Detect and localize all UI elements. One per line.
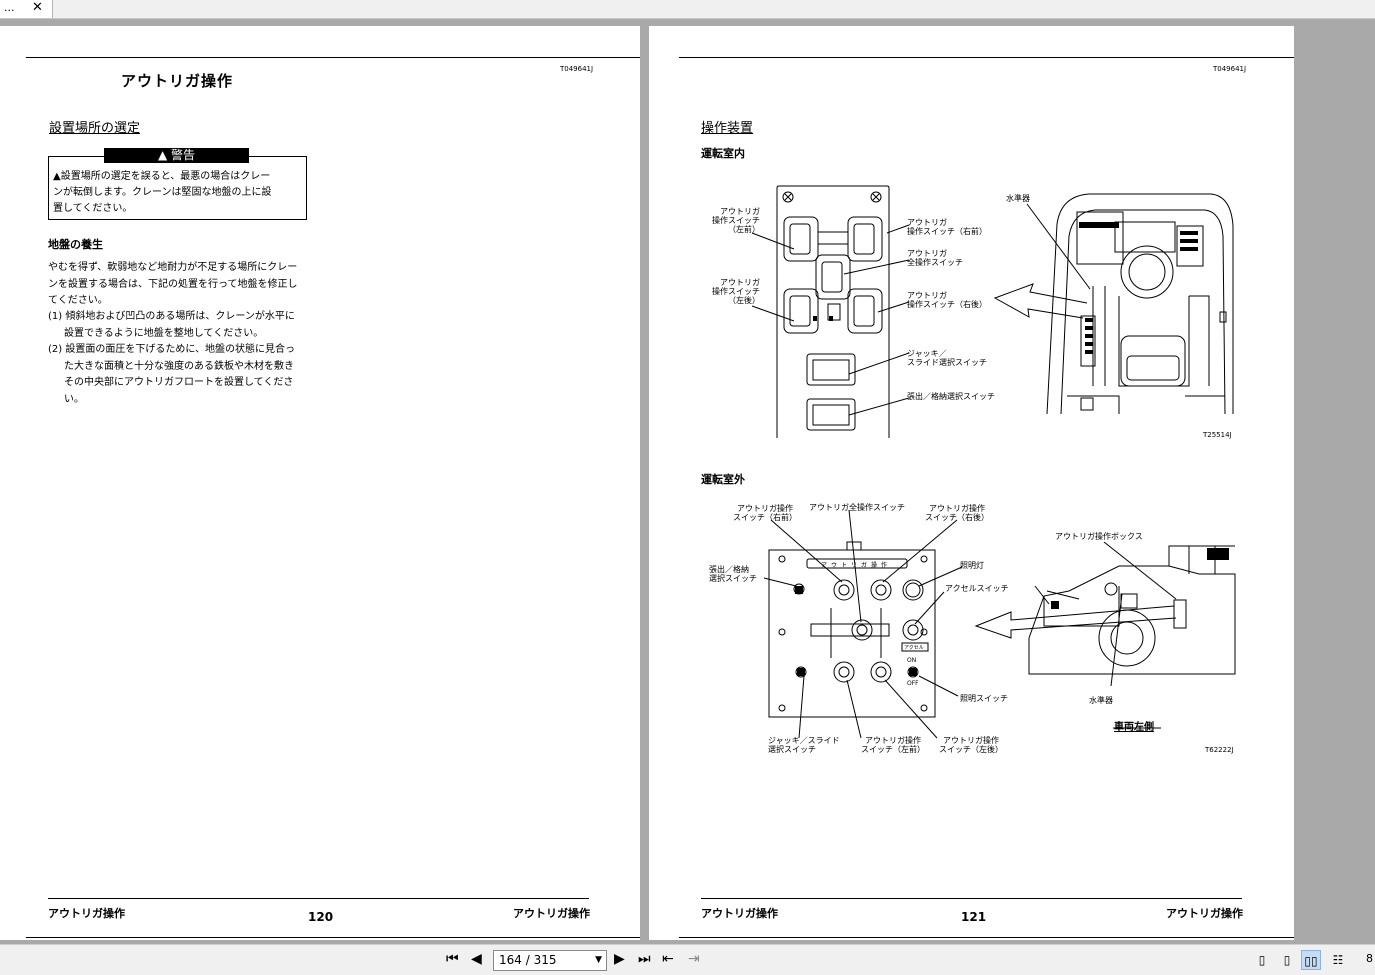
cab-outside-heading: 運転室外 <box>701 473 745 486</box>
navigation-toolbar: ⏮ ◀ 164 / 315 ▼ ▶ ⏭ ⇤ ⇥ ▯ ▯ ▯▯ ☷ 8 <box>0 944 1375 975</box>
figure-code: T25514J <box>1203 431 1232 439</box>
doc-code: T049641J <box>1213 65 1247 73</box>
section-heading: 設置場所の選定 <box>49 121 141 136</box>
next-page-icon[interactable]: ▶ <box>614 951 625 967</box>
list-item: (2) 設置面の面圧を下げるために、地盤の状態に見合っ た大きな面積と十分な強度… <box>48 344 296 405</box>
footer-rule <box>701 898 1242 899</box>
close-icon[interactable]: ✕ <box>32 0 43 15</box>
label-or-front-left: アウトリガ操作 スイッチ（左前） <box>861 736 925 754</box>
continuous-view-icon[interactable]: ▯ <box>1283 953 1291 967</box>
tab-title: ... <box>4 1 15 14</box>
header-rule <box>679 57 1294 58</box>
bottom-rule <box>679 937 1294 938</box>
first-page-icon[interactable]: ⏮ <box>446 951 459 967</box>
footer-rule <box>48 898 589 899</box>
single-page-view-icon[interactable]: ▯ <box>1258 953 1266 967</box>
label-light: 照明灯 <box>960 561 984 570</box>
cab-outside-figure <box>763 509 1236 739</box>
label-outrigger-rear-left: アウトリガ 操作スイッチ （左後） <box>712 278 760 305</box>
label-or-front-right: アウトリガ操作 スイッチ（右前） <box>733 504 797 522</box>
warning-text: ▲設置場所の選定を誤ると、最悪の場合はクレー ンが転倒します。クレーンは堅固な地… <box>53 171 272 214</box>
label-vehicle-left: 車両左側 <box>1114 722 1154 733</box>
page-number-input[interactable]: 164 / 315 ▼ <box>493 950 607 971</box>
cab-inside-heading: 運転室内 <box>701 147 745 160</box>
page-121: T049641J 操作装置 運転室内 <box>649 26 1294 940</box>
figure-code: T62222J <box>1205 746 1234 754</box>
page-number: 120 <box>308 910 334 924</box>
label-jack-slide-select: ジャッキ／スライド 選択スイッチ <box>768 736 840 754</box>
label-or-rear-right: アウトリガ操作 スイッチ（右後） <box>925 504 989 522</box>
last-page-icon[interactable]: ⏭ <box>638 951 651 967</box>
on-label: ON <box>907 657 917 664</box>
label-or-rear-left: アウトリガ操作 スイッチ（左後） <box>939 736 1003 754</box>
label-outrigger-front-right: アウトリガ 操作スイッチ（右前） <box>907 218 987 236</box>
list-item: (1) 傾斜地および凹凸のある場所は、クレーンが水平に 設置できるように地盤を整… <box>48 311 295 339</box>
tab-bar: ... ✕ <box>0 0 1375 19</box>
footer-right: アウトリガ操作 <box>513 907 590 920</box>
label-level: 水準器 <box>1006 194 1030 203</box>
bottom-rule <box>26 937 640 938</box>
page-120: アウトリガ操作 T049641J 設置場所の選定 ▲ 警告 ▲設置場所の選定を誤… <box>0 26 640 940</box>
label-outrigger-rear-right: アウトリガ 操作スイッチ（右後） <box>907 291 987 309</box>
page-input-value: 164 / 315 <box>499 953 557 967</box>
facing-view-icon[interactable]: ▯▯ <box>1301 950 1321 970</box>
warning-header: ▲ 警告 <box>104 148 249 163</box>
section-heading: 操作装置 <box>701 121 754 136</box>
label-outrigger-box: アウトリガ操作ボックス <box>1055 532 1143 541</box>
chevron-down-icon[interactable]: ▼ <box>595 955 602 965</box>
header-rule <box>26 57 640 58</box>
label-jack-slide: ジャッキ／ スライド選択スイッチ <box>907 349 987 367</box>
cab-inside-figure <box>751 185 1234 438</box>
warning-triangle-icon: ▲ <box>53 171 61 182</box>
label-level-outside: 水準器 <box>1089 696 1113 705</box>
go-forward-icon[interactable]: ⇥ <box>688 951 700 967</box>
label-or-all: アウトリガ全操作スイッチ <box>809 503 905 512</box>
warning-triangle-icon: ▲ <box>157 148 168 162</box>
footer-right: アウトリガ操作 <box>1166 907 1243 920</box>
warning-label: 警告 <box>171 148 196 162</box>
off-label: OFF <box>907 680 919 687</box>
page-title: アウトリガ操作 <box>121 72 234 90</box>
continuous-facing-view-icon[interactable]: ☷ <box>1332 953 1344 967</box>
zoom-level[interactable]: 8 <box>1366 952 1373 965</box>
label-extend-retract: 張出／格納選択スイッチ <box>907 392 995 401</box>
label-accel: アクセルスイッチ <box>945 584 1009 593</box>
document-tab[interactable]: ... ✕ <box>0 0 53 18</box>
accel-tag: アクセル <box>904 645 924 651</box>
label-outrigger-all: アウトリガ 全操作スイッチ <box>907 249 963 267</box>
go-back-icon[interactable]: ⇤ <box>662 951 674 967</box>
label-outrigger-front-left: アウトリガ 操作スイッチ （左前） <box>712 207 760 234</box>
body-paragraph: やむを得ず、軟弱地など地耐力が不足する場所にクレー ンを設置する場合は、下記の処… <box>48 262 298 306</box>
footer-left: アウトリガ操作 <box>701 907 778 920</box>
panel-title: アウトリガ操作 <box>821 562 892 569</box>
previous-page-icon[interactable]: ◀ <box>471 951 482 967</box>
footer-left: アウトリガ操作 <box>48 907 125 920</box>
label-extend-select: 張出／格納 選択スイッチ <box>709 565 757 583</box>
page-number: 121 <box>961 910 987 924</box>
subheading: 地盤の養生 <box>48 238 103 251</box>
label-light-switch: 照明スイッチ <box>960 694 1008 703</box>
doc-code: T049641J <box>560 65 594 73</box>
warning-box: ▲ 警告 ▲設置場所の選定を誤ると、最悪の場合はクレー ンが転倒します。クレーン… <box>48 148 307 220</box>
